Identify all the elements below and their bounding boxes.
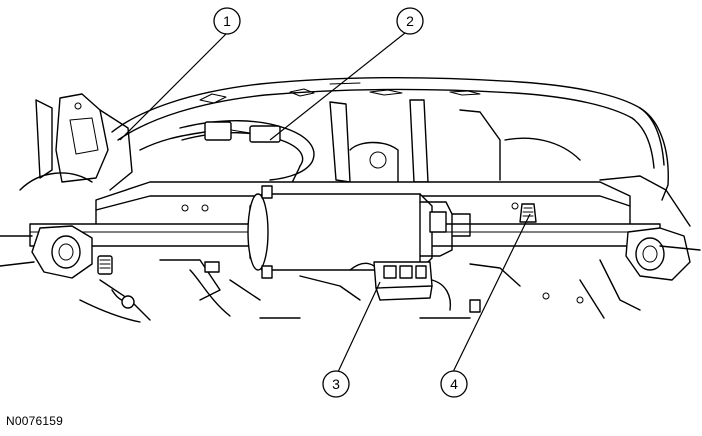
callout-1-label: 1 bbox=[223, 13, 231, 29]
electrical-connector bbox=[349, 261, 452, 311]
wiring-harness bbox=[139, 120, 315, 195]
callout-leaders bbox=[119, 32, 531, 373]
lower-linkage bbox=[79, 259, 584, 323]
callout-2: 2 bbox=[396, 7, 424, 35]
callout-1: 1 bbox=[213, 7, 241, 35]
callout-3-label: 3 bbox=[332, 376, 340, 392]
right-mount bbox=[579, 175, 701, 319]
bolt-fastener bbox=[519, 203, 537, 223]
figure-id: N0076159 bbox=[6, 414, 63, 428]
leader-1 bbox=[119, 32, 228, 141]
center-mount bbox=[329, 99, 581, 183]
leader-3 bbox=[337, 281, 381, 373]
left-mount bbox=[0, 225, 113, 279]
left-bracket bbox=[19, 93, 133, 191]
callout-2-label: 2 bbox=[406, 13, 414, 29]
leader-4 bbox=[452, 213, 531, 373]
callout-4: 4 bbox=[440, 370, 468, 398]
leader-2 bbox=[269, 32, 406, 141]
callout-4-label: 4 bbox=[450, 376, 458, 392]
upper-fascia bbox=[111, 77, 669, 201]
callout-3: 3 bbox=[322, 370, 350, 398]
